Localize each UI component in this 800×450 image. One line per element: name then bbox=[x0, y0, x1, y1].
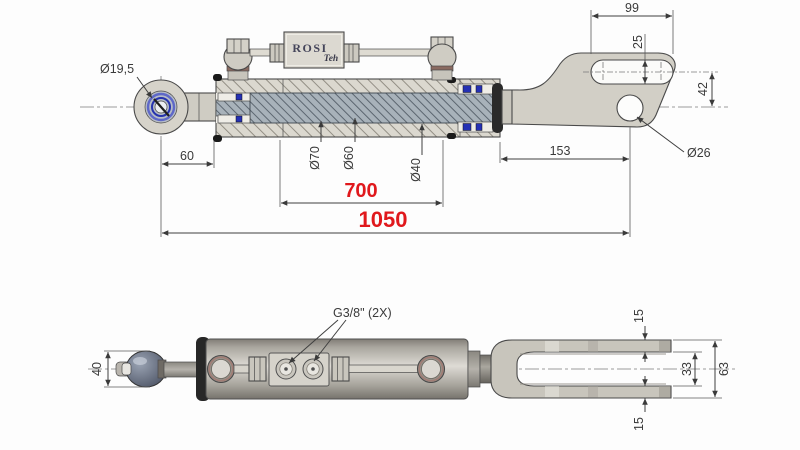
tube-left bbox=[249, 48, 273, 57]
hex-fitting-left bbox=[248, 356, 267, 382]
nut-right bbox=[343, 43, 360, 63]
valve-assembly: ROSI Teh bbox=[223, 31, 457, 81]
seal bbox=[462, 85, 472, 93]
dim-piston-dia: Ø60 bbox=[342, 146, 356, 170]
top-view-section: ROSI Teh 99 bbox=[80, 1, 728, 237]
leader-eye-bore bbox=[136, 76, 153, 99]
bottom-view-plan: 40 G3/8" (2X) 15 15 33 63 bbox=[88, 306, 735, 431]
seal bbox=[475, 123, 483, 131]
dim-ball-width: 40 bbox=[90, 362, 104, 376]
fork-end-plate bbox=[501, 52, 718, 128]
dim-fork-gap: 33 bbox=[680, 362, 694, 376]
dim-eye-offset: 60 bbox=[180, 149, 194, 163]
dim-hole-dia: Ø26 bbox=[687, 146, 711, 160]
dim-slot-length: 99 bbox=[625, 1, 639, 15]
dim-bore-dia: Ø70 bbox=[308, 146, 322, 170]
rod-wiper bbox=[492, 83, 503, 133]
dim-stroke-length: 700 bbox=[344, 180, 377, 202]
dim-slot-width: 25 bbox=[631, 35, 645, 49]
seal bbox=[235, 93, 243, 101]
leader-hole-dia bbox=[636, 116, 685, 153]
clevis-body bbox=[490, 339, 672, 399]
leader-port-1 bbox=[288, 319, 339, 364]
dim-fork-wall-bottom: 15 bbox=[632, 417, 646, 431]
tube-right bbox=[358, 48, 433, 57]
seal bbox=[475, 85, 483, 93]
brand-logo: ROSI bbox=[292, 41, 327, 55]
seal bbox=[235, 115, 243, 123]
fork-clevis bbox=[490, 339, 672, 399]
dim-fork-wall-top: 15 bbox=[632, 309, 646, 323]
cylinder-body bbox=[213, 74, 503, 142]
dim-rod-dia: Ø40 bbox=[409, 158, 423, 182]
spherical-bearing-outer bbox=[146, 92, 176, 122]
eye-end bbox=[133, 79, 218, 135]
nut-left bbox=[269, 43, 285, 63]
dim-fork-outer: 63 bbox=[717, 362, 731, 376]
rosi-valve-block bbox=[283, 31, 345, 69]
brand-logo-sub: Teh bbox=[324, 54, 338, 64]
piston-rod-section bbox=[249, 92, 494, 124]
cylinder-plan bbox=[196, 337, 510, 401]
dim-slot-to-hole: 42 bbox=[696, 82, 710, 96]
spherical-bearing-inner bbox=[151, 97, 171, 117]
dim-overall-length: 1050 bbox=[359, 207, 408, 232]
leader-port-2 bbox=[313, 319, 347, 362]
dim-ports-label: G3/8" (2X) bbox=[333, 306, 392, 320]
dim-eye-bore: Ø19,5 bbox=[100, 62, 134, 76]
ball-joint-end bbox=[115, 350, 205, 388]
left-fitting-hex bbox=[226, 38, 250, 54]
seal bbox=[462, 123, 472, 131]
hex-fitting-right bbox=[331, 356, 350, 382]
bottom-view-dimensions: 40 G3/8" (2X) 15 15 33 63 bbox=[90, 306, 731, 431]
pin-hole bbox=[616, 94, 644, 122]
top-view-dimensions: 99 25 42 153 Ø26 60 Ø19,5 Ø70 Ø60 Ø40 bbox=[100, 1, 715, 237]
dim-rod-end-to-hole: 153 bbox=[550, 144, 571, 158]
steel-tube bbox=[348, 364, 419, 373]
